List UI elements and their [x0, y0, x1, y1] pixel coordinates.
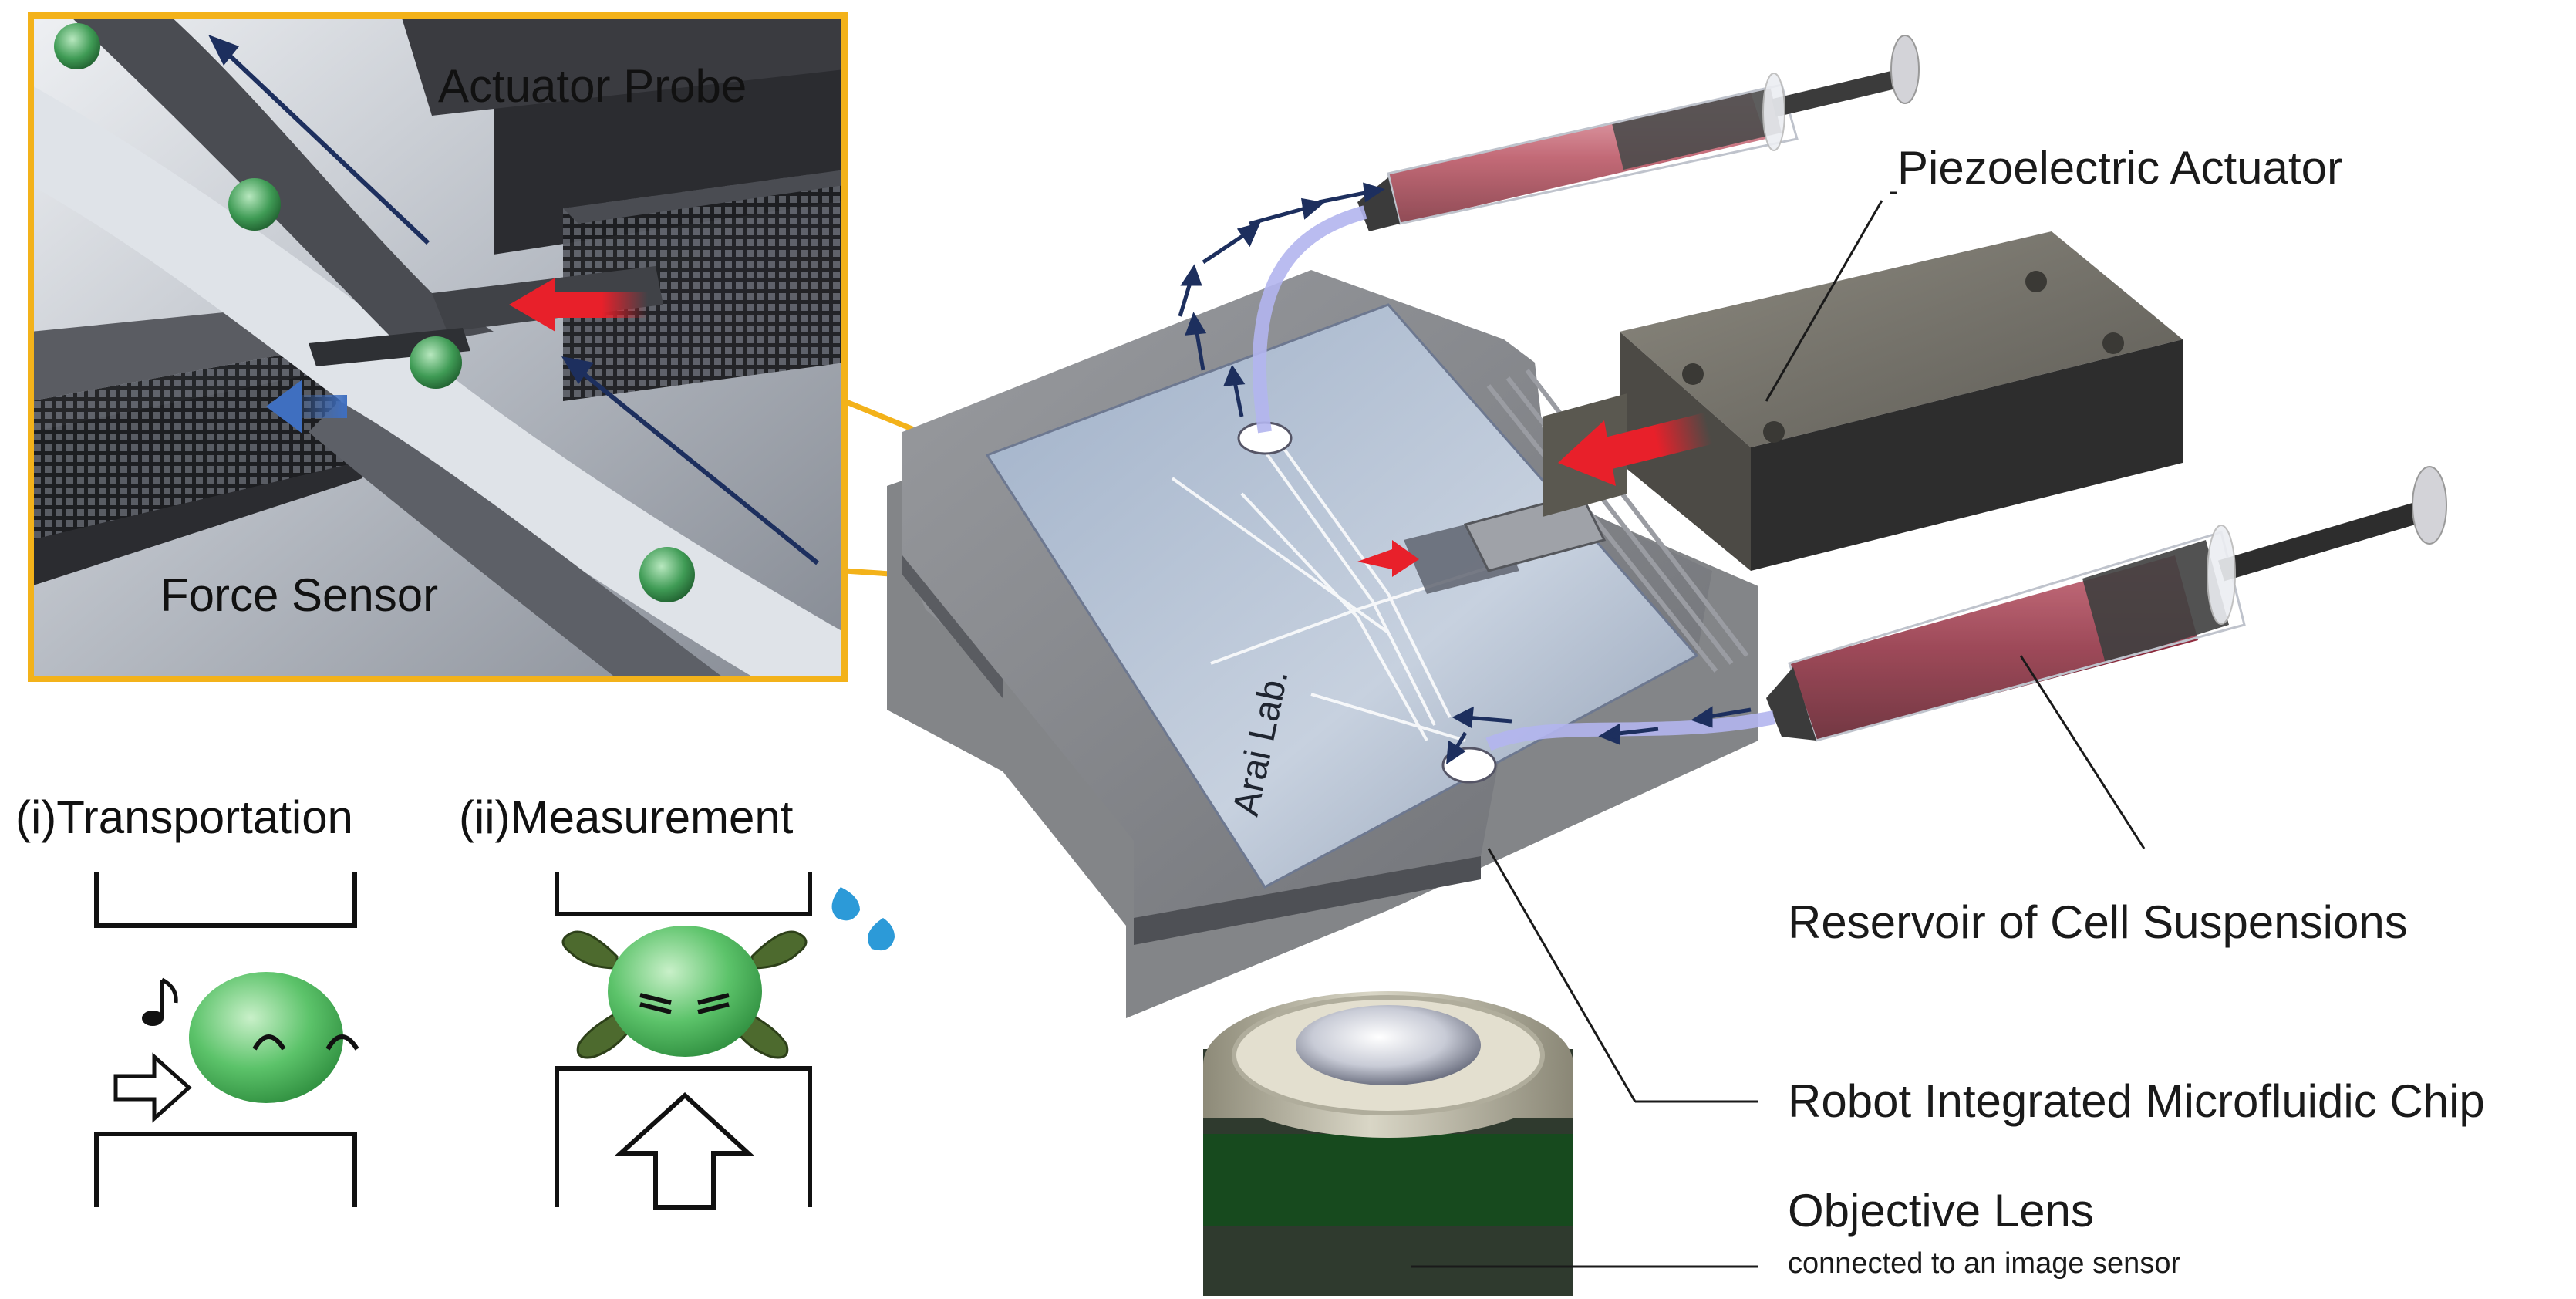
push-arrow-icon: [113, 1052, 192, 1123]
chip-push-arrow: [1357, 540, 1419, 577]
step-measure-label: (ii)Measurement: [459, 791, 794, 843]
inset-cell-trapped: [410, 336, 462, 389]
inset-frame: [28, 12, 848, 682]
inset-actuator-probe-label: Actuator Probe: [438, 60, 747, 112]
objective-sublabel: connected to an image sensor: [1788, 1247, 2180, 1280]
piezoelectric-actuator: [1543, 231, 2183, 571]
inset-deflection-arrow: [266, 380, 347, 434]
inset-cell: [228, 178, 281, 231]
inset-cell: [54, 23, 100, 69]
step-measurement: (ii)Measurement: [459, 791, 895, 1210]
chip-label: Robot Integrated Microfluidic Chip: [1788, 1075, 2485, 1127]
inset-push-arrow: [509, 278, 648, 332]
music-note-icon: [142, 977, 178, 1026]
inset-flow-arrow-lower: [561, 356, 819, 565]
step-transport-label: (i)Transportation: [15, 791, 353, 843]
leader-lines: [1411, 191, 2146, 1268]
up-arrow-icon: [615, 1091, 754, 1210]
objective-label: Objective Lens: [1788, 1185, 2094, 1237]
syringe-upper: [1252, 35, 1920, 434]
step-transportation: (i)Transportation: [15, 791, 359, 1207]
inset-force-sensor-label: Force Sensor: [160, 569, 438, 621]
piezo-label: Piezoelectric Actuator: [1897, 142, 2342, 194]
reservoir-label: Reservoir of Cell Suspensions: [1788, 896, 2408, 948]
cell-squeezed: [608, 926, 762, 1057]
inset-cell: [639, 547, 695, 602]
sweat-drop-icon: [831, 887, 895, 951]
inset-flow-arrow-upper: [208, 35, 430, 245]
flow-arrows: [1178, 182, 1752, 764]
microfluidic-device: Arai Lab.: [887, 270, 1758, 1018]
objective-lens: [1203, 991, 1573, 1296]
piezo-push-arrow: [1558, 412, 1713, 486]
inset-zoom-view: Actuator Probe Force Sensor: [28, 12, 848, 682]
